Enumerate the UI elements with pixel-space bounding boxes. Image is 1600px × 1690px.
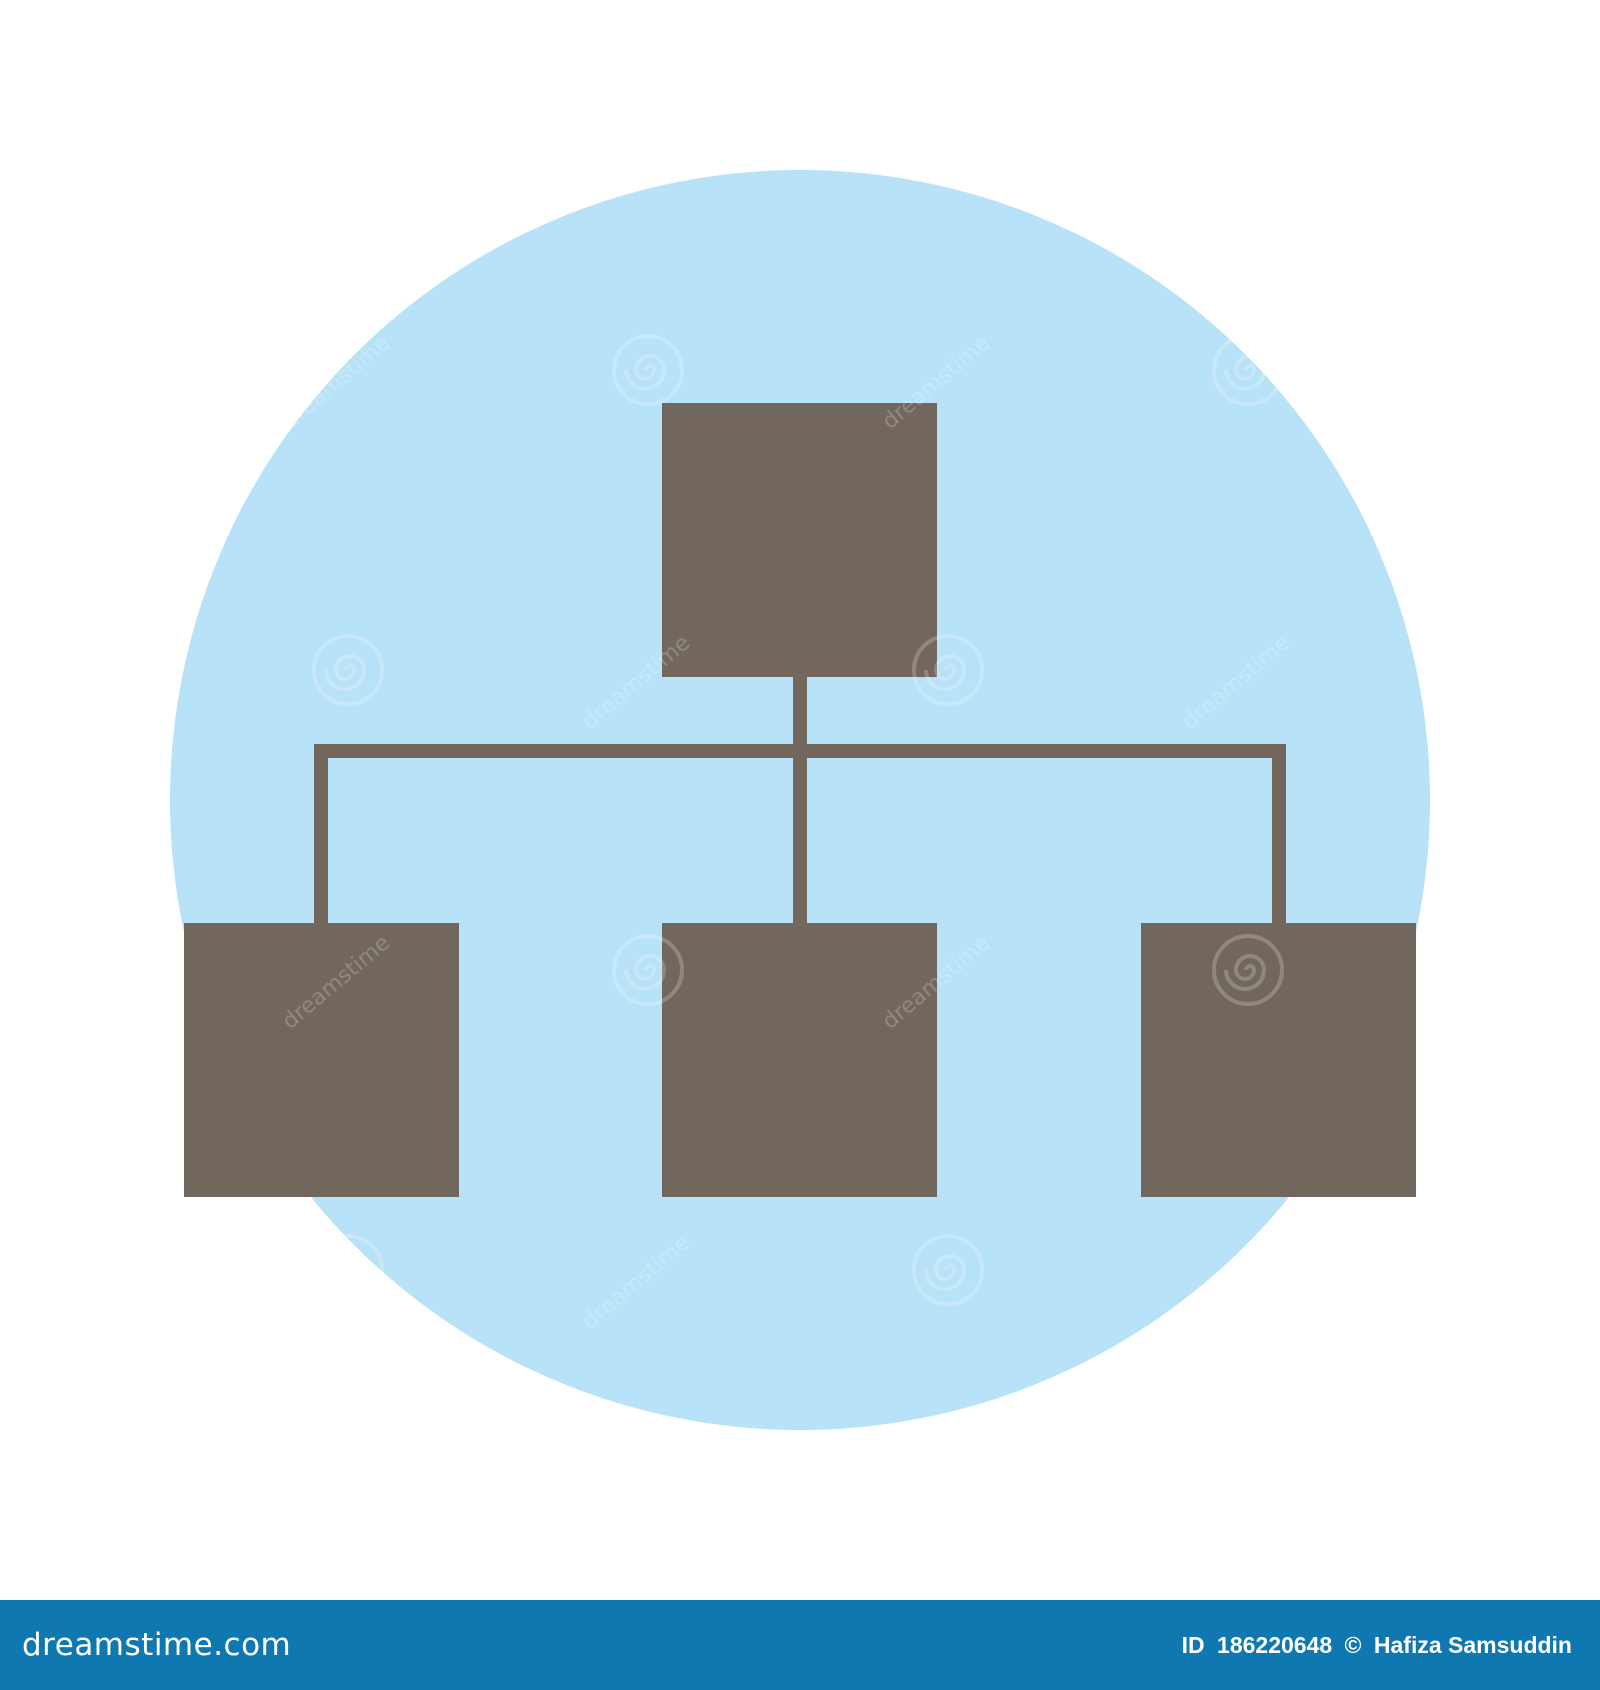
stock-image-canvas: dreamstime dreamstime dreamstime dreamst… [12, 31, 1595, 1600]
brand-text: dreamstime.com [22, 1627, 292, 1663]
watermark-text: dreamstime [1478, 331, 1595, 435]
watermark-spiral-icon [1212, 1532, 1284, 1600]
watermark-spiral-icon [12, 334, 84, 406]
connector-center-drop [793, 744, 807, 924]
watermark-spiral-icon [612, 1532, 684, 1600]
child-box-left [184, 923, 459, 1197]
watermark-spiral-icon [12, 1532, 84, 1600]
attribution-footer: dreamstime.com ID 186220648 © Hafiza Sam… [0, 1600, 1600, 1690]
image-credit: ID 186220648 © Hafiza Samsuddin [1182, 1632, 1572, 1659]
hierarchy-structure-illustration: dreamstime dreamstime dreamstime dreamst… [12, 31, 1595, 1600]
watermark-spiral-icon [1512, 634, 1584, 706]
watermark-text: dreamstime [1178, 31, 1295, 135]
connector-lines [314, 676, 1286, 924]
watermark-spiral-icon [312, 1234, 384, 1306]
parent-box [662, 403, 937, 677]
connector-right-drop [1272, 744, 1286, 924]
child-box-center [662, 923, 937, 1197]
author-name: Hafiza Samsuddin [1373, 1631, 1572, 1658]
watermark-spiral-icon [912, 34, 984, 106]
watermark-spiral-icon [312, 34, 384, 106]
dreamstime-logo[interactable]: dreamstime.com [22, 1627, 291, 1663]
watermark-spiral-icon [1512, 34, 1584, 106]
connector-left-drop [314, 744, 328, 924]
connector-stem [793, 676, 807, 751]
watermark-spiral-icon [1512, 1234, 1584, 1306]
watermark-text: dreamstime [1478, 931, 1595, 1035]
watermark-spiral-icon [12, 934, 84, 1006]
child-box-right [1141, 923, 1416, 1197]
image-id-label: ID [1181, 1631, 1205, 1658]
image-id-value: 186220648 [1217, 1631, 1333, 1658]
watermark-text: dreamstime [578, 31, 695, 135]
copyright-icon: © [1344, 1631, 1362, 1658]
